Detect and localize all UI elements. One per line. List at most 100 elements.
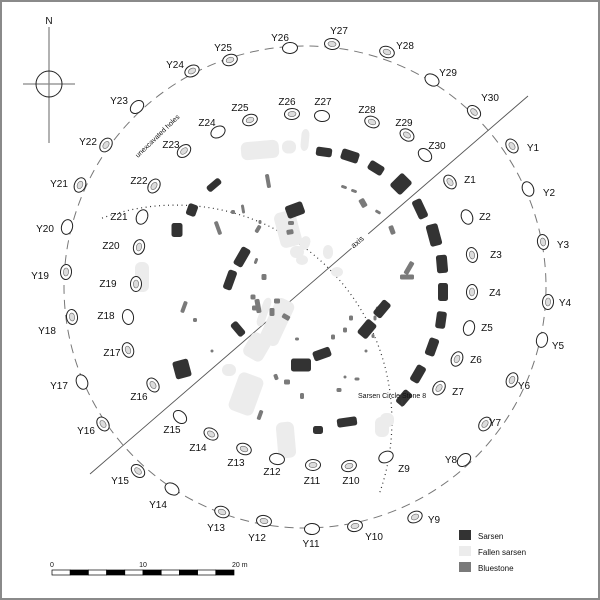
z-hole-outline [210, 125, 226, 139]
z-hole-fill [403, 131, 411, 139]
z-hole-fill [150, 182, 158, 190]
z-hole-fill [435, 384, 443, 392]
y-hole: Y10 [347, 519, 383, 543]
sarsen-stone [291, 358, 311, 372]
bluestone [354, 377, 360, 381]
bluestone [336, 388, 342, 392]
y-hole-fill [63, 267, 69, 277]
y-hole: Y18 [38, 309, 79, 337]
z-hole-label: Z22 [130, 176, 148, 187]
z-hole-label: Z4 [489, 288, 501, 299]
z-hole-fill [469, 287, 475, 297]
legend-label-fallen-sarsen: Fallen sarsen [478, 548, 526, 557]
y-hole: Y12 [248, 514, 272, 544]
z-hole: Z26 [278, 97, 300, 121]
fallen-sarsens [135, 129, 394, 459]
z-hole-fill [308, 462, 318, 468]
y-hole-label: Y9 [428, 515, 441, 526]
z-hole: Z22 [130, 176, 161, 194]
z-hole-fill [287, 111, 297, 117]
y-hole: Y29 [424, 68, 457, 87]
y-hole-label: Y10 [365, 532, 383, 543]
bluestone [269, 308, 275, 316]
fallen-sarsen [256, 297, 272, 327]
legend-swatch-bluestone [459, 562, 471, 572]
bluestone [286, 229, 294, 235]
scale-label-20: 20 m [232, 562, 248, 569]
z-hole-outline [269, 452, 285, 466]
z-hole: Z1 [443, 174, 476, 190]
z-hole: Z3 [465, 247, 502, 263]
bluestone [300, 393, 304, 399]
z-hole-label: Z23 [162, 140, 180, 151]
z-hole-fill [207, 430, 215, 438]
y-hole-label: Y30 [481, 93, 499, 104]
y-hole-label: Y6 [518, 381, 531, 392]
z-hole-label: Z20 [102, 241, 120, 252]
z-hole-label: Z24 [198, 118, 216, 129]
z-hole-fill [124, 345, 132, 355]
y-hole: Y2 [521, 181, 556, 199]
sarsen-stone [233, 246, 251, 268]
y-hole-outline [456, 453, 472, 467]
z-hole: Z24 [198, 118, 226, 139]
legend-label-bluestone: Bluestone [478, 564, 514, 573]
fallen-sarsen [296, 255, 308, 265]
z-hole: Z27 [314, 97, 332, 123]
z-hole-fill [446, 178, 454, 186]
y-hole-label: Y8 [445, 455, 458, 466]
compass-circle [35, 70, 63, 98]
z-hole: Z12 [263, 452, 285, 478]
fallen-sarsen [299, 236, 311, 250]
y-hole-fill [259, 518, 269, 524]
z-hole-label: Z15 [163, 425, 181, 436]
y-hole-fill [217, 508, 227, 516]
y-hole-label: Y27 [330, 26, 348, 37]
y-hole-label: Y25 [214, 43, 232, 54]
z-hole-label: Z17 [103, 348, 121, 359]
bluestone [349, 315, 353, 321]
y-hole-label: Y12 [248, 533, 266, 544]
bluestone [180, 301, 188, 313]
y-hole-fill [350, 523, 360, 529]
bluestone [295, 337, 299, 341]
z-hole-label: Z5 [481, 323, 493, 334]
sarsen-stone [223, 269, 237, 291]
sarsen-stone [435, 311, 447, 329]
z-hole-label: Z19 [99, 279, 117, 290]
y-hole-label: Y21 [50, 179, 68, 190]
y-hole: Y17 [50, 374, 89, 392]
y-hole-label: Y14 [149, 500, 167, 511]
z-hole-fill [469, 250, 475, 260]
sarsen-stone [206, 178, 222, 192]
z-hole-outline [135, 209, 149, 225]
y-hole-fill [410, 513, 420, 521]
z-hole-label: Z29 [395, 118, 413, 129]
z-hole: Z17 [103, 342, 135, 359]
z-hole: Z21 [110, 209, 149, 225]
y-hole-label: Y26 [271, 33, 289, 44]
y-hole-fill [99, 420, 107, 428]
z-hole-label: Z26 [278, 97, 296, 108]
z-hole-label: Z3 [490, 250, 502, 261]
y-hole-fill [545, 297, 551, 307]
sarsen-stone [312, 346, 332, 362]
y-hole-outline [164, 482, 180, 496]
z-hole-outline [417, 148, 433, 162]
scale-bar: 0 10 20 m [50, 562, 248, 576]
z-hole: Z4 [465, 284, 501, 300]
fallen-sarsen [331, 267, 343, 277]
sarsen-stone [172, 358, 192, 380]
y-hole: Y21 [50, 177, 87, 193]
y-hole-label: Y20 [36, 224, 54, 235]
bluestone [254, 225, 262, 233]
y-hole: Y13 [207, 505, 230, 534]
z-hole-label: Z7 [452, 387, 464, 398]
y-hole: Y30 [466, 93, 499, 120]
bluestone [388, 225, 396, 235]
z-hole: Z25 [231, 103, 258, 127]
bluestone [331, 334, 335, 340]
y-hole-label: Y5 [552, 341, 565, 352]
y-hole-label: Y3 [557, 240, 570, 251]
bluestone [210, 349, 214, 353]
